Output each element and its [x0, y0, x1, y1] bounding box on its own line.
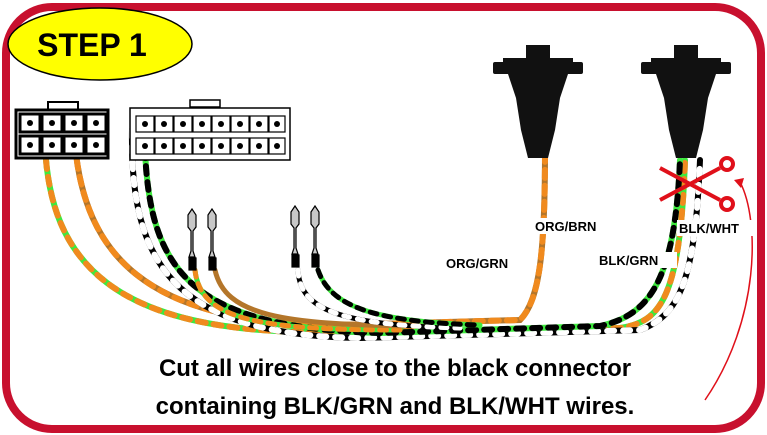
- black-connector-right: [641, 45, 731, 158]
- terminal-pair-right: [290, 204, 320, 268]
- connector-8pin: [14, 101, 110, 160]
- instruction-line-1: Cut all wires close to the black connect…: [159, 355, 631, 382]
- instruction-line-2: containing BLK/GRN and BLK/WHT wires.: [156, 393, 635, 420]
- black-connector-left: [493, 45, 583, 158]
- label-org-brn: ORG/BRN: [535, 219, 596, 234]
- wire-labels: ORG/BRN ORG/GRN BLK/WHT BLK/GRN: [444, 218, 757, 271]
- instruction: Cut all wires close to the black connect…: [156, 355, 635, 420]
- step-label: STEP 1: [37, 27, 147, 63]
- pin-terminals: [187, 204, 320, 271]
- connector-16pin: [129, 99, 291, 161]
- label-org-grn: ORG/GRN: [446, 256, 508, 271]
- step-badge: STEP 1: [7, 7, 193, 81]
- label-blk-grn: BLK/GRN: [599, 253, 658, 268]
- label-blk-wht: BLK/WHT: [679, 221, 739, 236]
- cut-arrow-icon: [704, 178, 753, 401]
- scissors-icon: [659, 156, 735, 212]
- terminal-pair-left: [187, 207, 217, 271]
